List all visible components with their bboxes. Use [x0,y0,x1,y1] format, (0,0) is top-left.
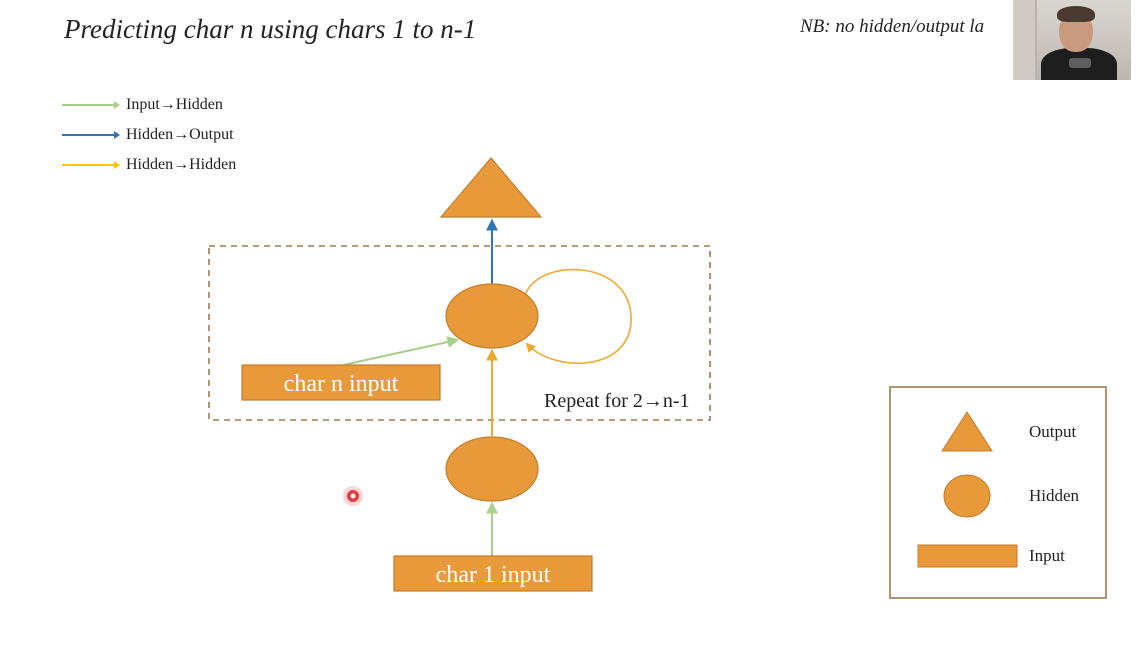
hidden-node-upper [445,283,539,349]
legend-arrow-icon [62,161,120,169]
webcam-overlay [1013,0,1131,80]
hidden-hidden-loop-arrow [523,268,632,365]
char-n-input-node [241,364,441,401]
char-1-input-label: char 1 input [436,562,551,588]
legend-item-hidden-hidden: Hidden→Hidden [62,156,236,174]
repeat-label: Repeat for 2→n-1 [544,390,690,412]
key-output-label: Output [1029,422,1077,441]
slide-title: Predicting char n using chars 1 to n-1 [64,14,477,44]
output-node [439,157,543,218]
input-hidden-arrow-n [342,336,460,366]
legend-label: Input→Hidden [126,96,223,113]
key-output-triangle [941,411,993,452]
legend-arrow-icon [62,101,120,109]
char-1-input-node [393,555,593,592]
note-text: NB: no hidden/output la [800,16,985,37]
char-n-input-label: char n input [284,371,399,397]
key-input-rect [917,544,1018,568]
key-hidden-label: Hidden [1029,486,1080,505]
legend-label: Hidden→Output [126,126,234,143]
key-input-label: Input [1029,546,1065,565]
key-hidden-circle [943,474,991,518]
hidden-node-lower [445,436,539,502]
legend-label: Hidden→Hidden [126,156,237,173]
legend-item-input-hidden: Input→Hidden [62,96,223,114]
legend-arrow-icon [62,131,120,139]
legend-item-hidden-output: Hidden→Output [62,126,234,144]
laser-pointer-icon [343,486,363,506]
repeat-box [208,245,711,421]
